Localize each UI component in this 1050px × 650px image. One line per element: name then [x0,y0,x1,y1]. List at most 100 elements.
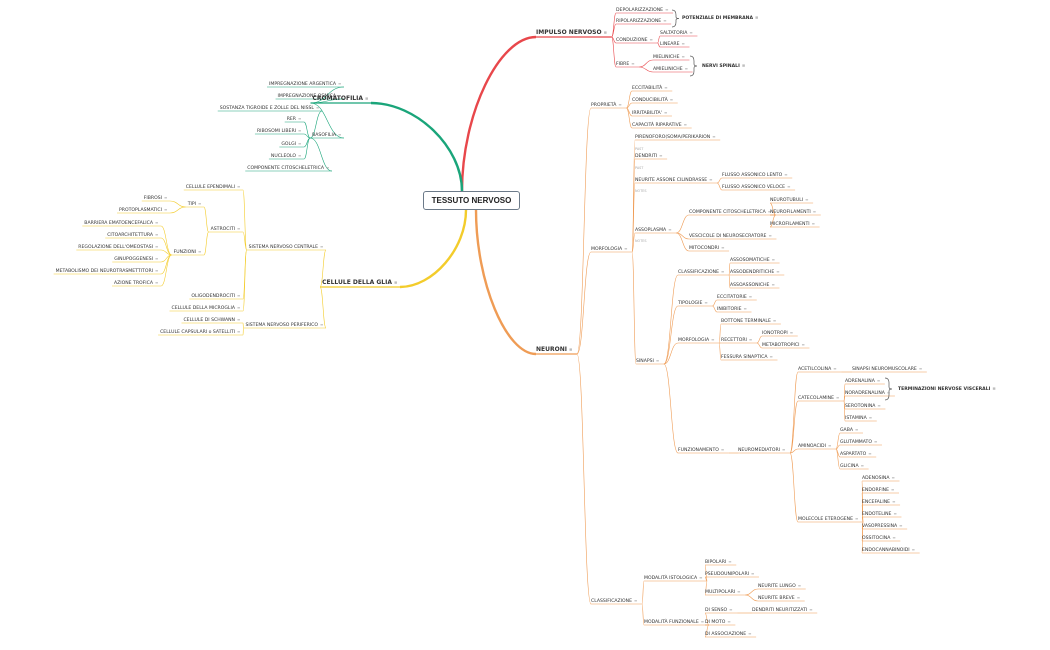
node-classificazione[interactable]: CLASSIFICAZIONE≡ [591,597,638,604]
node-classificazione[interactable]: CLASSIFICAZIONE≡ [678,268,725,275]
node-catecolamine[interactable]: CATECOLAMINE≡ [798,394,840,401]
node-ionotropi[interactable]: IONOTROPI≡ [762,329,794,336]
node-endoteline[interactable]: ENDOTELINE≡ [862,510,897,517]
node-amieliniche[interactable]: AMIELINICHE≡ [653,65,688,72]
node-inibitorie[interactable]: INIBITORIE≡ [717,305,747,312]
node-barriera-ematoencefalica[interactable]: BARRIERA EMATOENCEFALICA≡ [84,219,159,226]
node-impulso-nervoso[interactable]: IMPULSO NERVOSO≡ [536,29,607,36]
node-dendriti-neuritizzati[interactable]: DENDRITI NEURITIZZATI≡ [752,606,813,613]
node-neurotubuli[interactable]: NEUROTUBULI≡ [770,196,809,203]
node-neuromediatori[interactable]: NEUROMEDIATORI≡ [738,446,786,453]
node-cellule-della-glia[interactable]: CELLULE DELLA GLIA≡ [322,279,398,286]
root-node[interactable]: TESSUTO NERVOSO [423,191,520,210]
node-metabotropici[interactable]: METABOTROPICI≡ [762,341,805,348]
node-sistema-nervoso-centrale[interactable]: SISTEMA NERVOSO CENTRALE≡ [248,243,324,250]
node-modalit-istologica[interactable]: MODALITÀ ISTOLOGICA≡ [644,574,703,581]
node-citoarchitettura[interactable]: CITOARCHITETTURA≡ [107,231,159,238]
node-endocannabinoidi[interactable]: ENDOCANNABINOIDI≡ [862,546,916,553]
node-ribosomi-liberi[interactable]: RIBOSOMI LIBERI≡ [256,127,302,134]
node-glicina[interactable]: GLICINA≡ [840,462,864,469]
node-saltatoria[interactable]: SALTATORIA≡ [660,29,693,36]
node-conduzione[interactable]: CONDUZIONE≡ [616,36,653,43]
node-sostanza-tigroide-e-zolle-del-nissl[interactable]: SOSTANZA TIGROIDE E ZOLLE DEL NISSL≡ [219,104,320,111]
node-mitocondri[interactable]: MITOCONDRI≡ [689,244,725,251]
node-propriet[interactable]: PROPRIETÀ≡ [591,101,622,108]
node-assoplasma[interactable]: ASSOPLASMA≡ [635,226,672,233]
node-neuroni[interactable]: NEURONI≡ [536,346,573,353]
node-dendriti[interactable]: DENDRITI≡ [635,152,663,159]
node-endorfine[interactable]: ENDORFINE≡ [862,486,895,493]
node-acetilcolina[interactable]: ACETILCOLINA≡ [798,365,837,372]
node-assosomatiche[interactable]: ASSOSOMATICHE≡ [730,256,775,263]
node-pseudounipolari[interactable]: PSEUDOUNIPOLARI≡ [705,570,755,577]
node-neurite-assone-cilindrasse[interactable]: NEURITE ASSONE CILINDRASSE≡ [635,176,713,183]
node-metabolismo-dei-neurotrasmettitori[interactable]: METABOLISMO DEI NEUROTRASMETTITORI≡ [55,267,159,274]
node-neurofilamenti[interactable]: NEUROFILAMENTI≡ [770,208,817,215]
node-regolazione-dell-omeostasi[interactable]: REGOLAZIONE DELL'OMEOSTASI≡ [78,243,159,250]
node-neurite-breve[interactable]: NEURITE BREVE≡ [758,594,801,601]
node-noradrenalina[interactable]: NORADRENALINA≡ [845,389,891,396]
node-eccitabilit[interactable]: ECCITABILITÀ≡ [632,84,668,91]
summary-node[interactable]: NERVI SPINALI≡ [702,63,746,69]
node-fibre[interactable]: FIBRE≡ [616,60,635,67]
node-cellule-capsulari-o-satelliti[interactable]: CELLULE CAPSULARI o SATELLITI≡ [160,328,241,335]
node-cellule-di-schwann[interactable]: CELLULE DI SCHWANN≡ [183,316,241,323]
node-morfologia[interactable]: MORFOLOGIA≡ [678,336,715,343]
node-sinapsi-neuromuscolare[interactable]: SINAPSI NEUROMUSCOLARE≡ [852,365,923,372]
node-oligodendrociti[interactable]: OLIGODENDROCITI≡ [191,292,241,299]
node-serotonina[interactable]: SEROTONINA≡ [845,402,881,409]
node-flusso-assonico-lento[interactable]: FLUSSO ASSONICO LENTO≡ [722,171,788,178]
node-nucleolo[interactable]: NUCLEOLO≡ [270,152,302,159]
node-assoassoniche[interactable]: ASSOASSONICHE≡ [730,281,775,288]
node-di-associazione[interactable]: DI ASSOCIAZIONE≡ [705,630,752,637]
node-di-senso[interactable]: DI SENSO≡ [705,606,733,613]
node-componente-citoscheletrica[interactable]: COMPONENTE CITOSCHELETRICA≡ [247,164,330,171]
node-fibrosi[interactable]: FIBROSI≡ [143,194,168,201]
node-funzionamento[interactable]: FUNZIONAMENTO≡ [678,446,725,453]
node-lineare[interactable]: LINEARE≡ [660,40,685,47]
node-bipolari[interactable]: BIPOLARI≡ [705,558,732,565]
node-fessura-sinaptica[interactable]: FESSURA SINAPTICA≡ [721,353,773,360]
node-depolarizzazione[interactable]: DEPOLARIZZAZIONE≡ [616,6,669,13]
node-rer[interactable]: RER≡ [286,115,302,122]
node-conducibilit[interactable]: CONDUCIBILITÀ≡ [632,96,674,103]
node-microfilamenti[interactable]: MICROFILAMENTI≡ [770,220,815,227]
node-istamina[interactable]: ISTAMINA≡ [845,414,873,421]
node-molecole-eterogene[interactable]: MOLECOLE ETEROGENE≡ [798,515,859,522]
node-flusso-assonico-veloce[interactable]: FLUSSO ASSONICO VELOCE≡ [722,183,791,190]
node-sinapsi[interactable]: SINAPSI≡ [636,357,660,364]
node-mieliniche[interactable]: MIELINICHE≡ [653,53,685,60]
node-neurite-lungo[interactable]: NEURITE LUNGO≡ [758,582,802,589]
node-glutammato[interactable]: GLUTAMMATO≡ [840,438,878,445]
node-assodendritiche[interactable]: ASSODENDRITICHE≡ [730,268,780,275]
node-golgi[interactable]: GOLGI≡ [281,140,302,147]
node-basofilia[interactable]: BASOFILIA≡ [312,131,342,138]
node-componente-citoscheletrica[interactable]: COMPONENTE CITOSCHELETRICA≡ [689,208,772,215]
node-cellule-ependimali[interactable]: CELLULE EPENDIMALI≡ [185,183,241,190]
node-gaba[interactable]: GABA≡ [840,426,859,433]
node-di-moto[interactable]: DI MOTO≡ [705,618,731,625]
node-cromatofilia[interactable]: CROMATOFILIA≡ [312,95,369,102]
node-modalit-funzionale[interactable]: MODALITÀ FUNZIONALE≡ [644,618,705,625]
node-aspartato[interactable]: ASPARTATO≡ [840,450,872,457]
node-aminoacidi[interactable]: AMINOACIDI≡ [798,442,832,449]
node-tipi[interactable]: TIPI≡ [187,200,202,207]
summary-node[interactable]: POTENZIALE DI MEMBRANA≡ [682,15,759,21]
node-recettori[interactable]: RECETTORI≡ [721,336,753,343]
node-adrenalina[interactable]: ADRENALINA≡ [845,377,881,384]
node-cellule-della-microglia[interactable]: CELLULE DELLA MICROGLIA≡ [171,304,241,311]
node-ossitocina[interactable]: OSSITOCINA≡ [862,534,896,541]
summary-node[interactable]: TERMINAZIONI NERVOSE VISCERALI≡ [898,386,996,392]
node-ginupoggenesi[interactable]: GINUPOGGENESI≡ [114,255,159,262]
node-sistema-nervoso-periferico[interactable]: SISTEMA NERVOSO PERIFERICO≡ [245,321,324,328]
node-pirenoforo-soma-perikarion[interactable]: PIRENOFORO(SOMA/PERIKARION≡ [635,133,716,140]
node-irritabilita[interactable]: IRRITABILITA'≡ [632,109,668,116]
node-bottone-terminale[interactable]: BOTTONE TERMINALE≡ [721,317,777,324]
node-impregnazione-argentica[interactable]: IMPREGNAZIONE ARGENTICA≡ [269,80,342,87]
node-protoplasmatici[interactable]: PROTOPLASMATICI≡ [119,206,168,213]
node-azione-trofica[interactable]: AZIONE TROFICA≡ [113,279,159,286]
node-impregnazione-osmica[interactable]: IMPREGNAZIONE OSMICA≡ [277,92,342,99]
node-encefaline[interactable]: ENCEFALINE≡ [862,498,896,505]
node-ripolarizzazione[interactable]: RIPOLARIZZAZIONE≡ [616,17,667,24]
node-funzioni[interactable]: FUNZIONI≡ [173,248,202,255]
